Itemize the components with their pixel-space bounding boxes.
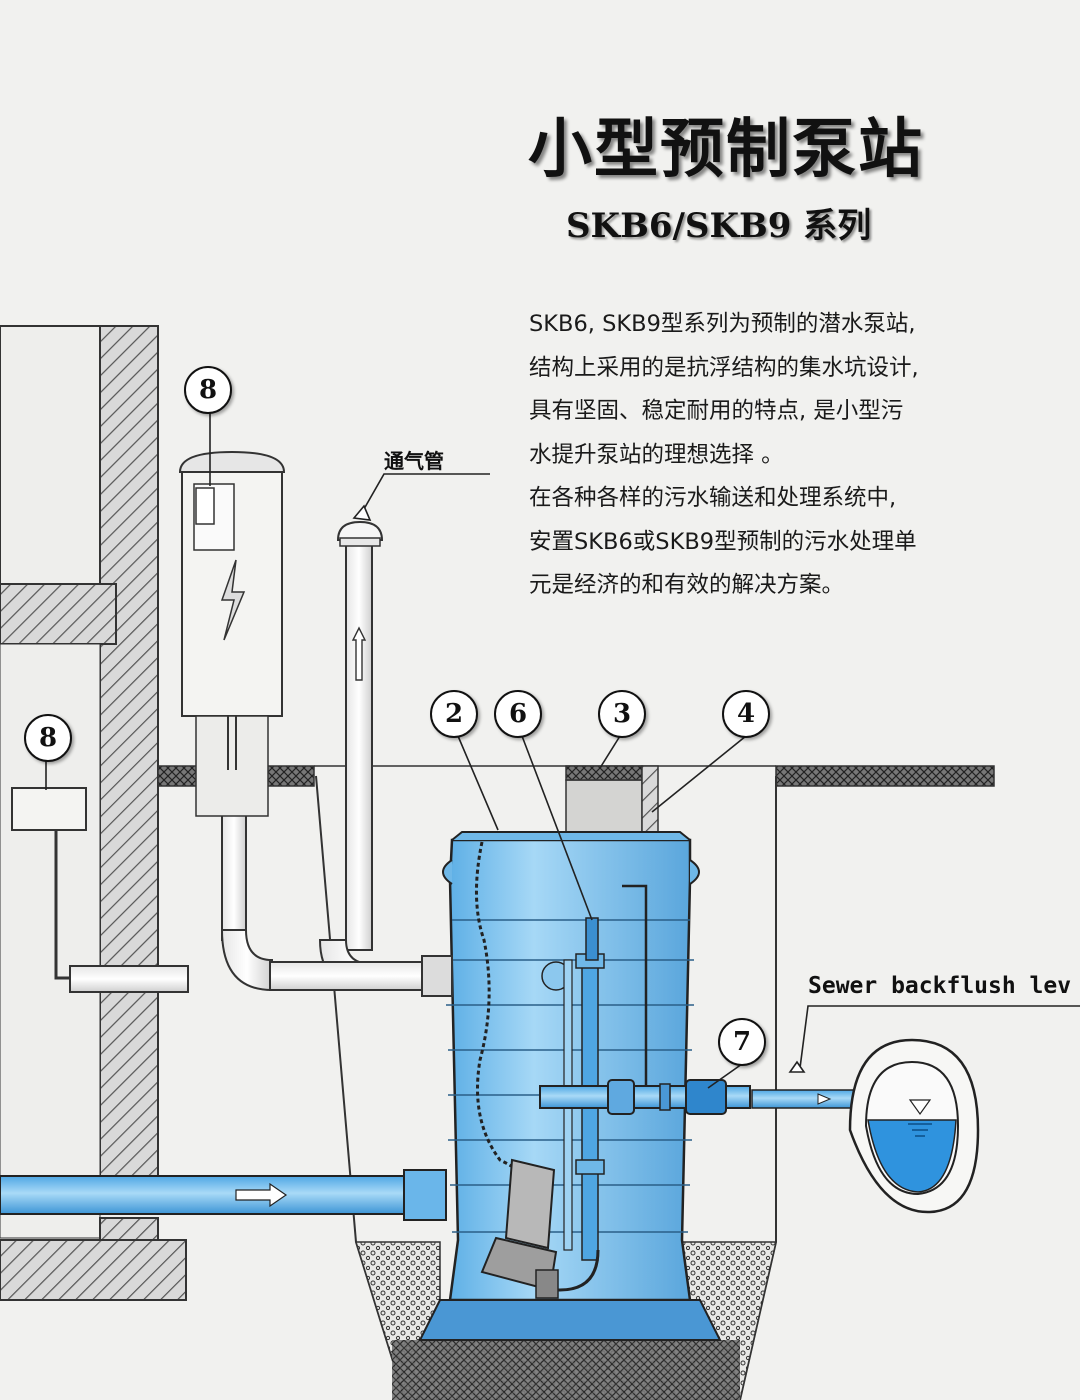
callout-8-outdoor: 8	[184, 366, 232, 414]
description-line: 在各种各样的污水输送和处理系统中,	[529, 485, 897, 511]
vent-pipe-assembly	[69, 520, 453, 997]
description-line: 安置SKB6或SKB9型预制的污水处理单	[529, 528, 917, 555]
inlet-pipe	[0, 1169, 447, 1221]
callout-4: 4	[722, 690, 770, 738]
control-cabinet-outdoor	[178, 450, 286, 817]
description-line: 水提升泵站的理想选择 。	[529, 441, 784, 468]
description-line: 具有坚固、稳定耐用的特点, 是小型污	[529, 398, 904, 424]
description-line: 结构上采用的是抗浮结构的集水坑设计,	[529, 354, 919, 381]
callout-2: 2	[430, 690, 478, 738]
vent-pipe-label: 通气管	[384, 449, 444, 473]
callout-8-indoor: 8	[24, 714, 72, 762]
description: SKB6, SKB9型系列为预制的潜水泵站, 结构上采用的是抗浮结构的集水坑设计…	[529, 303, 1069, 608]
sewer-backflush-label: Sewer backflush lev	[808, 973, 1072, 999]
sewer-pipe-section	[848, 1038, 980, 1214]
callout-7: 7	[718, 1018, 766, 1066]
page-title: 小型预制泵站	[528, 113, 924, 187]
description-line: 元是经济的和有效的解决方案。	[529, 572, 845, 598]
submersible-pump	[480, 1158, 559, 1299]
callout-6: 6	[494, 690, 542, 738]
access-shaft	[565, 765, 659, 833]
control-box-indoor	[11, 787, 87, 980]
callout-3: 3	[598, 690, 646, 738]
description-line: SKB6, SKB9型系列为预制的潜水泵站,	[529, 311, 916, 337]
page-subtitle: SKB6/SKB9 系列	[566, 206, 872, 246]
leader-lines	[45, 410, 1080, 1089]
